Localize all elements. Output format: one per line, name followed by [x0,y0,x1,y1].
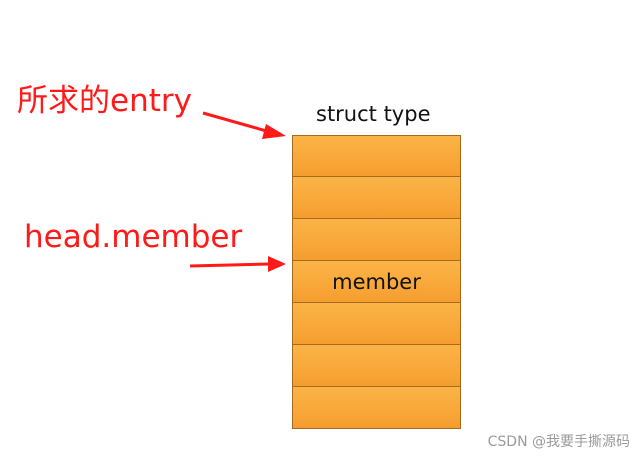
struct-field-member: member [292,261,461,303]
head-member-annotation-label: head.member [24,219,243,255]
head-member-arrow [189,256,286,272]
entry-annotation-label: 所求的entry [17,83,192,119]
struct-type-title: struct type [316,102,431,126]
entry-arrow-head [262,124,286,139]
struct-field-7 [292,387,461,429]
struct-type-block: member [292,135,461,429]
struct-field-5 [292,303,461,345]
head-member-arrow-head [268,256,286,272]
head-member-arrow-shaft [189,262,271,268]
csdn-watermark: CSDN @我要手撕源码 [487,434,630,450]
struct-field-1 [292,135,461,177]
struct-field-2 [292,177,461,219]
entry-arrow [202,111,286,139]
struct-field-3 [292,219,461,261]
entry-arrow-shaft [202,111,271,134]
struct-field-6 [292,345,461,387]
